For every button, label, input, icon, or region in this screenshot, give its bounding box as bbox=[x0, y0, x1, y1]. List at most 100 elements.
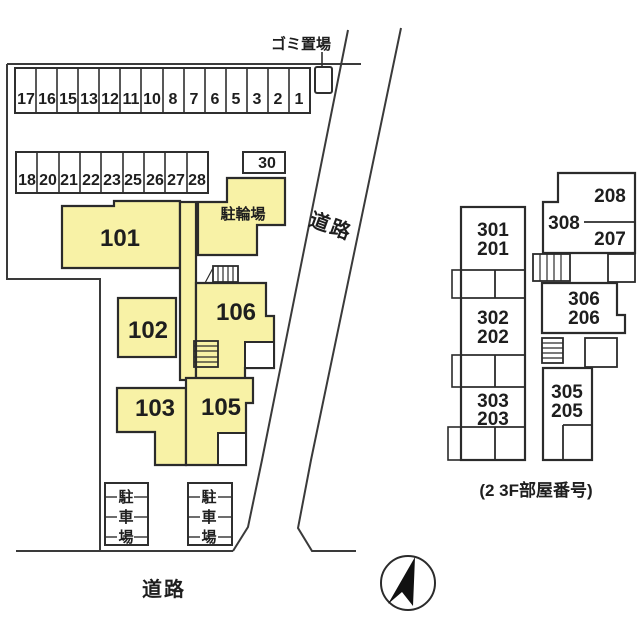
compass-circle bbox=[380, 555, 436, 611]
floor-plan-outlines bbox=[447, 171, 637, 462]
parking-row-2: 18 20 21 22 23 25 26 27 28 bbox=[15, 151, 209, 194]
stairs-icon bbox=[193, 340, 219, 368]
fp-small-box bbox=[584, 337, 618, 368]
parking-sign-1: 駐 車 場 bbox=[104, 482, 149, 546]
parking-sign-box bbox=[187, 482, 233, 546]
fp-unit-305: 305 bbox=[551, 382, 583, 403]
stairs-icon bbox=[532, 253, 571, 282]
fp-block-306-206 bbox=[540, 281, 627, 335]
fp-balcony bbox=[451, 269, 462, 299]
unit-105-label: 105 bbox=[201, 394, 241, 421]
stall-number: 8 bbox=[169, 91, 178, 108]
fp-unit-208: 208 bbox=[594, 186, 626, 207]
fp-unit-203: 203 bbox=[477, 409, 509, 430]
stall-number: 11 bbox=[123, 91, 140, 108]
parking-row-1: 17 16 15 13 12 11 10 8 7 6 5 3 2 1 bbox=[14, 67, 311, 114]
stall-number: 6 bbox=[211, 91, 220, 108]
fp-unit-301: 301 bbox=[477, 220, 509, 241]
road-label-bottom: 道路 bbox=[142, 577, 186, 601]
fp-unit-303: 303 bbox=[477, 391, 509, 412]
parking-sign-char: 場 bbox=[201, 529, 216, 546]
stall-number: 22 bbox=[82, 172, 100, 189]
stall-number: 2 bbox=[274, 91, 283, 108]
stairs-icon bbox=[212, 265, 239, 283]
fp-block-308-208-207 bbox=[541, 171, 637, 255]
bicycle-parking-label: 駐輪場 bbox=[220, 205, 265, 223]
unit-103-label: 103 bbox=[135, 395, 175, 422]
fp-unit-302: 302 bbox=[477, 308, 509, 329]
notch-105 bbox=[217, 432, 247, 466]
stall-number: 25 bbox=[124, 172, 142, 189]
fp-block-305-205 bbox=[541, 366, 594, 462]
parking-sign-2: 駐 車 場 bbox=[187, 482, 233, 546]
stall-number: 15 bbox=[59, 91, 77, 108]
unit-106-label: 106 bbox=[216, 299, 256, 326]
stall-number: 23 bbox=[103, 172, 121, 189]
unit-102-label: 102 bbox=[128, 317, 168, 344]
stall-number: 20 bbox=[39, 172, 57, 189]
building-102-footprint bbox=[116, 296, 178, 359]
parking-row-2-numbers: 18 20 21 22 23 25 26 27 28 bbox=[18, 172, 206, 189]
site-boundary bbox=[6, 27, 402, 552]
stall-number: 1 bbox=[295, 91, 304, 108]
north-arrow-icon bbox=[388, 557, 415, 606]
fp-unit-306: 306 bbox=[568, 289, 600, 310]
compass bbox=[380, 555, 436, 611]
stall-30-outline bbox=[242, 151, 286, 174]
floor-plan-labels: 301 201 302 202 303 203 208 308 207 306 … bbox=[477, 186, 626, 430]
fp-unit-202: 202 bbox=[477, 327, 509, 348]
parking-stall-30: 30 bbox=[242, 151, 286, 174]
floor-plan-stairs bbox=[532, 253, 571, 364]
stairs-icon bbox=[541, 337, 564, 364]
stall-number: 21 bbox=[60, 172, 78, 189]
floor-plan: 301 201 302 202 303 203 208 308 207 306 … bbox=[447, 171, 637, 500]
stall-number: 26 bbox=[146, 172, 164, 189]
unit-101-label: 101 bbox=[100, 225, 140, 252]
road-right-west-edge bbox=[232, 29, 349, 552]
parking-row-1-dividers bbox=[35, 68, 290, 113]
notch-106 bbox=[244, 341, 275, 369]
fp-left-wing bbox=[459, 205, 527, 462]
floor-plan-caption: (2 3F部屋番号) bbox=[479, 480, 592, 500]
parking-sign-char: 駐 bbox=[201, 488, 216, 506]
garbage-area: ゴミ置場 bbox=[271, 35, 333, 94]
stall-number: 13 bbox=[80, 91, 98, 108]
fp-unit-207: 207 bbox=[594, 229, 626, 250]
parking-sign-char: 場 bbox=[118, 529, 133, 546]
stall-number: 5 bbox=[232, 91, 241, 108]
fp-unit-308: 308 bbox=[548, 213, 580, 234]
stall-number: 18 bbox=[18, 172, 36, 189]
fp-unit-206: 206 bbox=[568, 308, 600, 329]
parking-sign-box bbox=[104, 482, 149, 546]
fp-unit-201: 201 bbox=[477, 239, 509, 260]
stall-number: 30 bbox=[258, 155, 276, 172]
fp-balcony bbox=[447, 426, 462, 461]
parking-row-2-outline bbox=[15, 151, 209, 194]
parking-row-1-numbers: 17 16 15 13 12 11 10 8 7 6 5 3 2 1 bbox=[17, 91, 303, 108]
stall-number: 7 bbox=[190, 91, 199, 108]
stall-number: 28 bbox=[188, 172, 206, 189]
fp-unit-205: 205 bbox=[551, 401, 583, 422]
stall-number: 17 bbox=[17, 91, 35, 108]
fp-balcony bbox=[451, 354, 462, 388]
parking-sign-char: 車 bbox=[118, 508, 133, 526]
building-labels: 101 102 103 105 106 駐輪場 bbox=[100, 205, 266, 422]
parking-row-2-dividers bbox=[36, 152, 188, 193]
stall-number: 10 bbox=[143, 91, 161, 108]
building-notches bbox=[217, 341, 275, 466]
road-right-east-edge bbox=[296, 27, 402, 552]
boundary-left-line bbox=[6, 64, 101, 551]
fp-small-box bbox=[607, 253, 636, 283]
garbage-area-label: ゴミ置場 bbox=[271, 35, 331, 53]
stall-number: 27 bbox=[167, 172, 185, 189]
garbage-box bbox=[314, 66, 333, 94]
stall-number: 3 bbox=[253, 91, 262, 108]
road-label-right: 道路 bbox=[306, 207, 356, 245]
stall-number: 12 bbox=[101, 91, 119, 108]
stall-number: 16 bbox=[38, 91, 56, 108]
bicycle-parking-footprint bbox=[196, 176, 287, 257]
site-stairs bbox=[193, 265, 239, 368]
parking-sign-char: 駐 bbox=[118, 488, 133, 506]
